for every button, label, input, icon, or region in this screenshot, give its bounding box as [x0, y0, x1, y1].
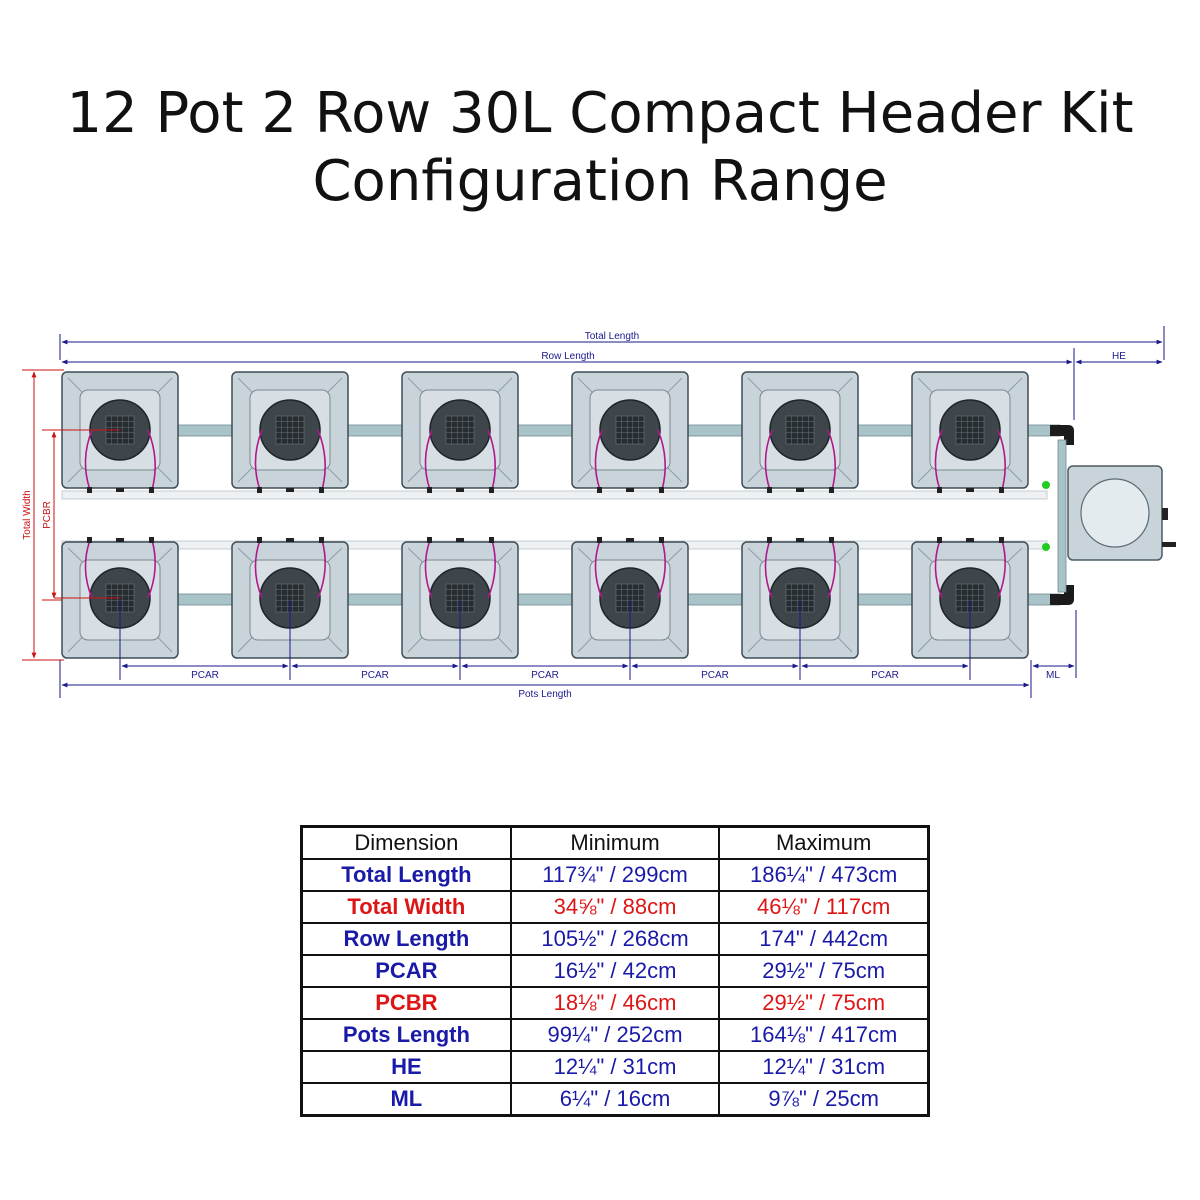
pot	[911, 371, 1029, 493]
dimension-cell: ML	[300, 1082, 512, 1117]
minimum-cell: 18⅛" / 46cm	[509, 986, 721, 1020]
pcar-dimension: PCAR	[801, 663, 969, 681]
ml-label: ML	[1046, 670, 1060, 681]
dimension-cell: Total Width	[300, 890, 512, 924]
pcar-label: PCAR	[361, 670, 389, 681]
maximum-cell: 46⅛" / 117cm	[718, 890, 930, 924]
pot	[231, 371, 349, 493]
maximum-cell: 29½" / 75cm	[718, 986, 930, 1020]
title-line-2: Configuration Range	[312, 149, 888, 214]
minimum-cell: 16½" / 42cm	[509, 954, 721, 988]
title-line-1: 12 Pot 2 Row 30L Compact Header Kit	[66, 81, 1134, 146]
row-length-dimension: Row Length	[61, 348, 1075, 420]
header-minimum: Minimum	[509, 825, 721, 860]
dimension-cell: Pots Length	[300, 1018, 512, 1052]
minimum-cell: 105½" / 268cm	[509, 922, 721, 956]
pcar-dimension: PCAR	[121, 663, 289, 681]
pot	[401, 371, 519, 493]
maximum-cell: 186¼" / 473cm	[718, 858, 930, 892]
pots-length-label: Pots Length	[518, 689, 571, 700]
dimension-cell: Row Length	[300, 922, 512, 956]
pcar-label: PCAR	[531, 670, 559, 681]
header-maximum: Maximum	[718, 825, 930, 860]
page-title: 12 Pot 2 Row 30L Compact Header Kit Conf…	[0, 80, 1200, 216]
he-dimension: HE	[1075, 351, 1163, 365]
maximum-cell: 12¼" / 31cm	[718, 1050, 930, 1084]
pcar-dimension: PCAR	[291, 663, 459, 681]
minimum-cell: 117¾" / 299cm	[509, 858, 721, 892]
minimum-cell: 34⅝" / 88cm	[509, 890, 721, 924]
pot-array	[54, 371, 1029, 659]
pcar-label: PCAR	[701, 670, 729, 681]
dimension-cell: PCAR	[300, 954, 512, 988]
pots-length-dimension: Pots Length	[59, 660, 1032, 700]
minimum-cell: 6¼" / 16cm	[509, 1082, 721, 1117]
total-length-dimension: Total Length	[59, 326, 1165, 360]
minimum-cell: 99¼" / 252cm	[509, 1018, 721, 1052]
row-length-label: Row Length	[541, 351, 594, 362]
pcar-dimension: PCAR	[631, 663, 799, 681]
header-dimension: Dimension	[300, 825, 512, 860]
maximum-cell: 164⅛" / 417cm	[718, 1018, 930, 1052]
table-header-row: Dimension Minimum Maximum	[300, 825, 930, 860]
pot	[741, 371, 859, 493]
minimum-cell: 12¼" / 31cm	[509, 1050, 721, 1084]
pcar-dimensions: PCAR PCAR PCAR PCAR PCAR	[119, 600, 971, 681]
pcar-dimension: PCAR	[461, 663, 629, 681]
ml-dimension: ML	[1032, 610, 1077, 681]
total-width-label: Total Width	[22, 490, 33, 539]
dimension-cell: Total Length	[300, 858, 512, 892]
maximum-cell: 9⅞" / 25cm	[718, 1082, 930, 1117]
dimension-cell: HE	[300, 1050, 512, 1084]
pot	[61, 371, 179, 493]
pcar-label: PCAR	[871, 670, 899, 681]
total-width-dimension: Total Width	[22, 369, 64, 661]
total-length-label: Total Length	[585, 331, 640, 342]
layout-diagram: Total Length Row Length HE Total Width P…	[22, 326, 1176, 700]
maximum-cell: 29½" / 75cm	[718, 954, 930, 988]
pcbr-label: PCBR	[42, 501, 53, 529]
dimension-cell: PCBR	[300, 986, 512, 1020]
pot	[571, 371, 689, 493]
header-tank	[1067, 465, 1176, 561]
maximum-cell: 174" / 442cm	[718, 922, 930, 956]
he-label: HE	[1112, 351, 1126, 362]
pcar-label: PCAR	[191, 670, 219, 681]
